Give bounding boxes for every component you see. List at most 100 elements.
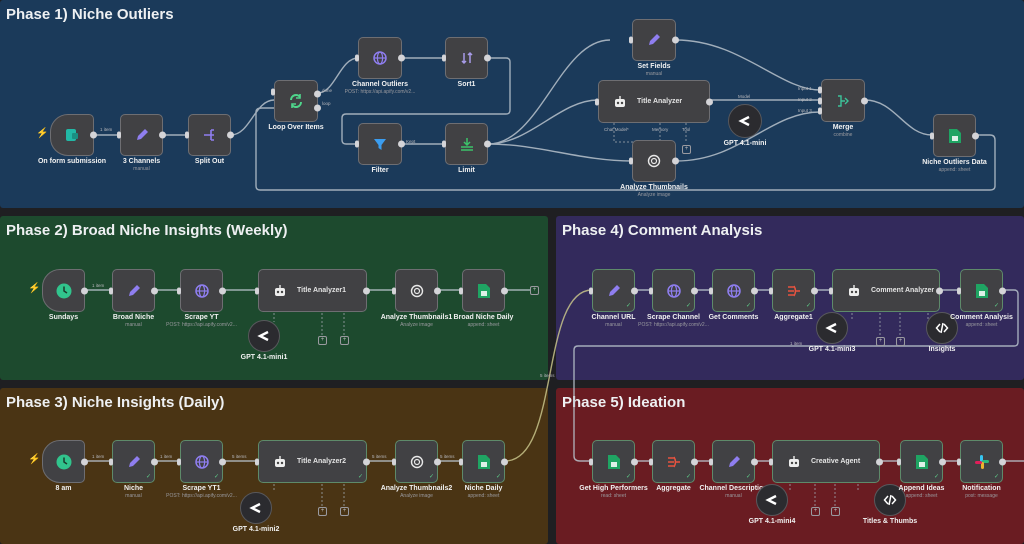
- input-port[interactable]: [629, 157, 633, 165]
- node-gpt-4-1-mini1[interactable]: GPT 4.1-mini1: [241, 320, 287, 361]
- output-port[interactable]: [398, 54, 405, 62]
- input-port[interactable]: [649, 287, 653, 294]
- input-port[interactable]: [109, 458, 113, 465]
- node-gpt-4-1-mini3[interactable]: GPT 4.1-mini3: [809, 312, 855, 353]
- node-on-form-submission[interactable]: On form submission: [38, 114, 106, 165]
- output-port[interactable]: [501, 287, 508, 294]
- input-port[interactable]: [392, 458, 396, 465]
- node-get-comments[interactable]: ✓ Get Comments: [709, 269, 758, 321]
- node-insights[interactable]: Insights: [926, 312, 958, 353]
- add-memory-button[interactable]: +: [811, 507, 820, 516]
- output-port[interactable]: [631, 458, 638, 465]
- output-port[interactable]: [876, 458, 883, 465]
- output-port[interactable]: [999, 287, 1006, 294]
- output-port[interactable]: [81, 458, 88, 465]
- input-port[interactable]: [589, 287, 593, 294]
- input-port[interactable]: [177, 458, 181, 465]
- output-port[interactable]: [811, 287, 818, 294]
- node-sort1[interactable]: Sort1: [442, 37, 491, 88]
- input-port[interactable]: [957, 458, 961, 465]
- output-port[interactable]: [936, 287, 943, 294]
- node-comment-analyzer[interactable]: Comment Analyzer: [829, 269, 943, 312]
- input-port[interactable]: [117, 131, 121, 139]
- add-memory-button[interactable]: +: [318, 507, 327, 516]
- node-gpt-4-1-mini2[interactable]: GPT 4.1-mini2: [233, 492, 279, 533]
- output-port[interactable]: [151, 287, 158, 294]
- output-port[interactable]: [81, 287, 88, 294]
- output-port[interactable]: [706, 98, 713, 105]
- node-gpt-4-1-mini4[interactable]: GPT 4.1-mini4: [749, 484, 795, 525]
- add-tool-button[interactable]: +: [896, 337, 905, 346]
- input-port[interactable]: [177, 287, 181, 294]
- add-memory-button[interactable]: +: [318, 336, 327, 345]
- output-port[interactable]: [751, 287, 758, 294]
- input-port[interactable]: [255, 458, 259, 465]
- input-port[interactable]: [709, 458, 713, 465]
- input-port[interactable]: [459, 287, 463, 294]
- output-port[interactable]: [151, 458, 158, 465]
- add-tool-button[interactable]: +: [340, 336, 349, 345]
- input-port[interactable]: [442, 140, 446, 148]
- input-port[interactable]: [355, 54, 359, 62]
- node-sundays[interactable]: Sundays: [42, 269, 88, 321]
- output-port[interactable]: [227, 131, 234, 139]
- output-port[interactable]: [939, 458, 946, 465]
- node-title-analyzer[interactable]: Title Analyzer: [595, 80, 713, 123]
- phase1-sticky[interactable]: Phase 1) Niche Outliers: [0, 0, 1024, 208]
- output-port[interactable]: [159, 131, 166, 139]
- output-port[interactable]: [434, 458, 441, 465]
- node-creative-agent[interactable]: Creative Agent: [769, 440, 883, 483]
- input-port[interactable]: [769, 458, 773, 465]
- input-port[interactable]: [629, 36, 633, 44]
- input-port[interactable]: [255, 287, 259, 294]
- input-port[interactable]: [355, 140, 359, 148]
- input-port[interactable]: [271, 88, 275, 96]
- input-port[interactable]: [957, 287, 961, 294]
- output-port[interactable]: [631, 287, 638, 294]
- input-port[interactable]: [897, 458, 901, 465]
- add-memory-button[interactable]: +: [876, 337, 885, 346]
- input-port[interactable]: [459, 458, 463, 465]
- output-port[interactable]: [751, 458, 758, 465]
- node-filter[interactable]: Filter: [355, 123, 405, 174]
- output-port[interactable]: [398, 140, 405, 148]
- input-port[interactable]: [649, 458, 653, 465]
- input-port[interactable]: [769, 287, 773, 294]
- output-port-loop[interactable]: [314, 104, 321, 112]
- input-port[interactable]: [392, 287, 396, 294]
- input-port[interactable]: [589, 458, 593, 465]
- node-aggregate[interactable]: ✓ Aggregate: [649, 440, 698, 492]
- node-split-out[interactable]: Split Out: [185, 114, 234, 165]
- output-port[interactable]: [219, 458, 226, 465]
- node-8-am[interactable]: 8 am: [42, 440, 88, 492]
- output-port[interactable]: [672, 36, 679, 44]
- input-port[interactable]: [818, 107, 822, 115]
- output-port[interactable]: [999, 458, 1006, 465]
- output-port[interactable]: [219, 287, 226, 294]
- node-title-analyzer2[interactable]: Title Analyzer2 ✓: [255, 440, 370, 483]
- output-port[interactable]: [691, 287, 698, 294]
- input-port[interactable]: [109, 287, 113, 294]
- add-tool-button[interactable]: +: [340, 507, 349, 516]
- output-port[interactable]: [501, 458, 508, 465]
- node-limit[interactable]: Limit: [442, 123, 491, 174]
- node-titles-thumbs[interactable]: Titles & Thumbs: [863, 484, 917, 525]
- input-port[interactable]: [595, 98, 599, 105]
- input-port[interactable]: [818, 86, 822, 94]
- output-port-done[interactable]: [314, 90, 321, 98]
- output-port[interactable]: [363, 458, 370, 465]
